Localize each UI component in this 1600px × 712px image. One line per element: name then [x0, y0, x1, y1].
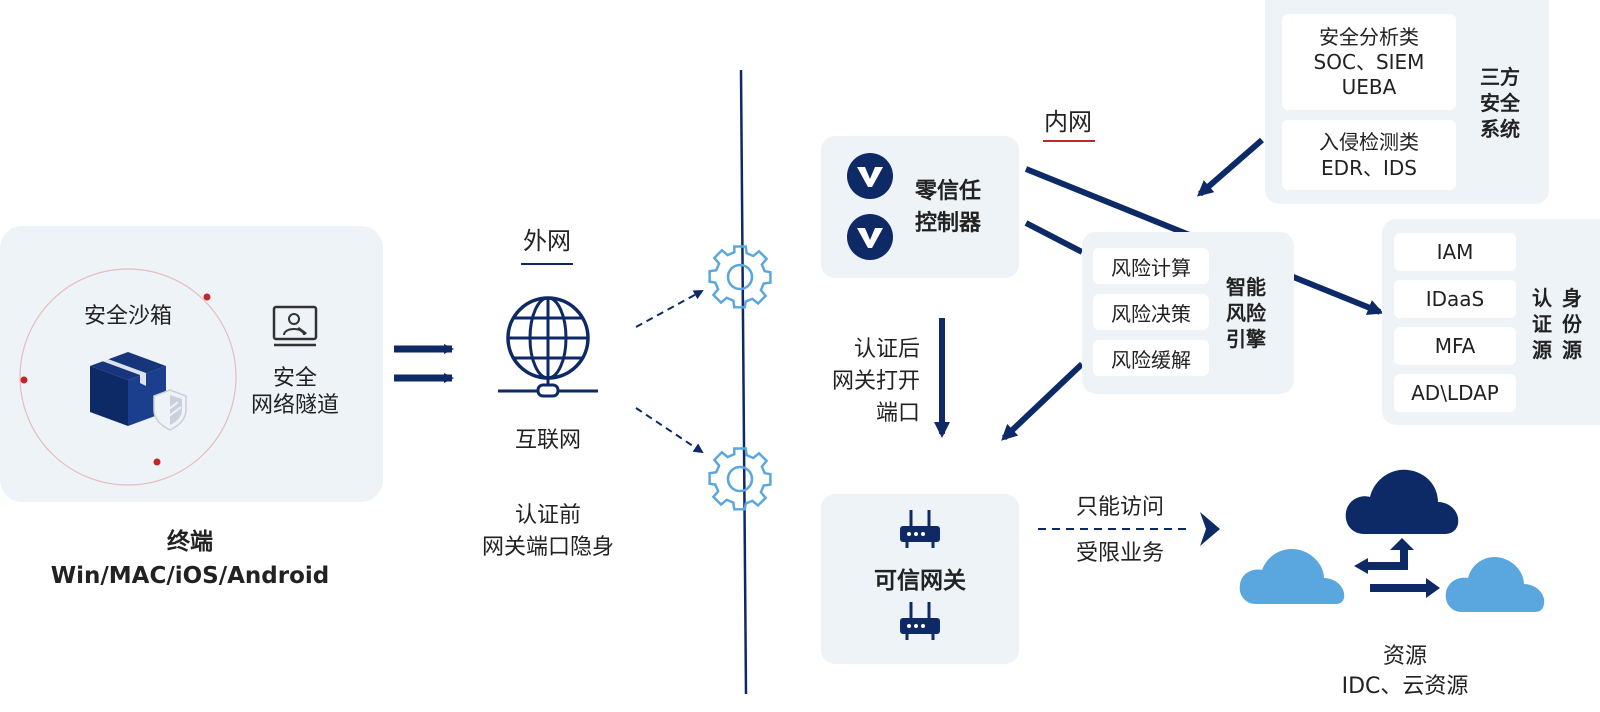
post-auth-line-3: 端口 — [875, 401, 920, 426]
gateway-label: 可信网关 — [874, 568, 966, 594]
identity-item-iam: IAM — [1394, 233, 1516, 271]
tunnel-label-2: 网络隧道 — [250, 393, 339, 418]
dashed-arrow-lower — [635, 407, 704, 454]
internal-zone-underline — [1043, 140, 1095, 142]
internet-label: 互联网 — [514, 428, 581, 453]
sandbox-label: 安全沙箱 — [83, 304, 172, 329]
third-party-label-1: 三方 — [1480, 65, 1520, 89]
sync-arrow-icon — [1354, 558, 1368, 574]
secure-tunnel-icon — [272, 305, 318, 347]
identity-item-ldap: AD\LDAP — [1394, 374, 1516, 412]
identity-label-col1-3: 源 — [1532, 338, 1552, 362]
gateway-panel — [821, 494, 1019, 664]
identity-item-mfa: MFA — [1394, 327, 1516, 365]
risk-calc-item: 风险计算 — [1093, 248, 1209, 284]
controller-label-1: 零信任 — [914, 179, 981, 204]
third-party-label-3: 系统 — [1480, 117, 1520, 141]
gateway-port-gear-icon — [708, 245, 772, 309]
gateway-port-gear-icon — [708, 447, 772, 511]
cloud-icon — [1345, 469, 1459, 534]
sandbox-orbit — [19, 268, 237, 486]
network-boundary-line — [739, 69, 748, 695]
risk-engine-label-2: 风险 — [1226, 301, 1266, 325]
post-auth-line-1: 认证后 — [853, 337, 920, 362]
cloud-icon — [1445, 556, 1545, 612]
terminal-panel — [0, 226, 383, 502]
access-line-2: 受限业务 — [1075, 541, 1164, 566]
resources-line-1: 资源 — [1382, 644, 1427, 669]
controller-to-risk-line — [1024, 220, 1084, 255]
controller-logo-icon — [847, 214, 893, 260]
router-icon — [900, 602, 940, 640]
risk-decision-item: 风险决策 — [1093, 294, 1209, 330]
security-analysis-line-2: SOC、SIEM — [1313, 49, 1425, 74]
intrusion-detection-line-1: 入侵检测类 — [1319, 130, 1419, 154]
pre-auth-label-2: 网关端口隐身 — [481, 535, 614, 560]
post-auth-line-2: 网关打开 — [831, 369, 920, 394]
cloud-resources-group — [1239, 469, 1545, 612]
risk-engine-label-1: 智能 — [1226, 275, 1266, 299]
tunnel-label-1: 安全 — [272, 366, 317, 391]
controller-logo-icon — [847, 153, 893, 199]
intrusion-detection-box: 入侵检测类 EDR、IDS — [1282, 120, 1456, 190]
identity-item-idaas: IDaaS — [1394, 280, 1516, 318]
router-icon — [900, 510, 940, 548]
external-zone-underline — [521, 263, 573, 265]
risk-engine-label-3: 引擎 — [1226, 327, 1266, 351]
third-party-to-risk-arrow — [1196, 137, 1264, 197]
cloud-icon — [1239, 548, 1345, 604]
risk-mitigation-item: 风险缓解 — [1093, 340, 1209, 376]
dashed-arrow-upper — [635, 290, 704, 328]
sync-arrow-icon — [1370, 578, 1440, 598]
resources-line-2: IDC、云资源 — [1341, 674, 1469, 699]
access-chevron-icon — [1200, 512, 1220, 546]
identity-label-col1-2: 证 — [1532, 312, 1552, 336]
internal-zone-label: 内网 — [1044, 108, 1092, 136]
controller-label-2: 控制器 — [914, 211, 981, 236]
globe-icon — [498, 296, 598, 398]
sync-arrow-icon — [1366, 538, 1414, 570]
identity-label-col2-3: 源 — [1562, 338, 1582, 362]
package-box-icon — [90, 352, 187, 431]
security-analysis-line-1: 安全分析类 — [1319, 24, 1419, 49]
security-analysis-line-3: UEBA — [1341, 74, 1397, 99]
terminal-title: 终端 — [167, 529, 213, 555]
security-analysis-box: 安全分析类 SOC、SIEM UEBA — [1282, 14, 1456, 110]
identity-label-col1-1: 认 — [1532, 286, 1552, 310]
intrusion-detection-line-2: EDR、IDS — [1321, 156, 1417, 180]
identity-label-col2-2: 份 — [1562, 312, 1582, 336]
risk-to-gateway-arrow — [1001, 361, 1085, 441]
external-zone-label: 外网 — [523, 227, 571, 255]
identity-label-col2-1: 身 — [1562, 286, 1582, 310]
pre-auth-label-1: 认证前 — [514, 503, 581, 528]
third-party-label-2: 安全 — [1480, 91, 1520, 115]
terminal-platforms: Win/MAC/iOS/Android — [50, 563, 330, 589]
access-line-1: 只能访问 — [1075, 495, 1164, 520]
